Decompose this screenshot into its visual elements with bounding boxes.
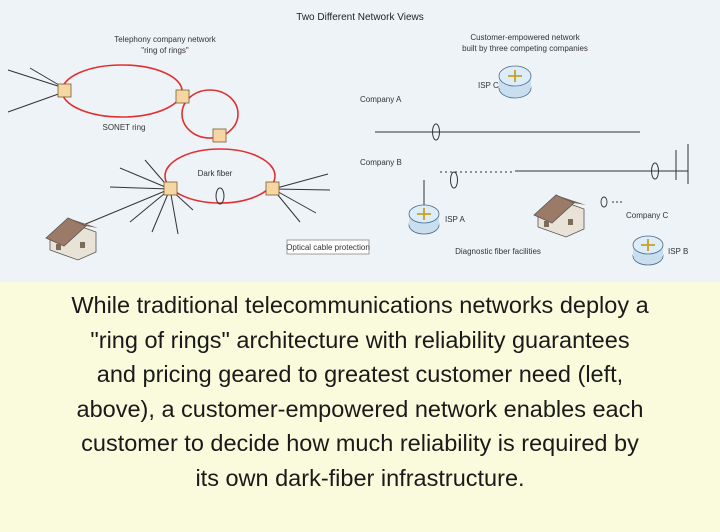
network-diagram: Two Different Network Views Telephony co… (0, 0, 720, 282)
diagram-canvas: Two Different Network Views Telephony co… (7, 12, 689, 266)
node-lower-west (163, 181, 178, 196)
right-heading-line1: Customer-empowered network (470, 33, 580, 42)
left-heading-line2: "ring of rings" (141, 46, 189, 55)
company-c-label: Company C (626, 211, 668, 220)
company-b-coil (651, 162, 659, 180)
diagram-title: Two Different Network Views (296, 12, 423, 23)
fiber-coil (215, 187, 225, 205)
isp-b-label: ISP B (668, 247, 688, 256)
company-a-coil (432, 123, 440, 141)
figure-caption: While traditional telecommunications net… (0, 282, 720, 532)
ring-nodes (57, 83, 280, 196)
legend-box (286, 239, 370, 255)
caption-line-2: "ring of rings" architecture with reliab… (90, 326, 630, 353)
isp-b-router-icon (632, 235, 664, 266)
company-a-label: Company A (360, 95, 402, 104)
right-heading-line2: built by three competing companies (462, 44, 588, 53)
left-spokes (7, 67, 65, 113)
caption-line-5: customer to decide how much reliability … (81, 430, 639, 456)
isp-a-label: ISP A (445, 215, 466, 224)
node-sonet-east (175, 89, 190, 104)
caption-line-6: its own dark-fiber infrastructure. (195, 464, 525, 491)
left-heading-line1: Telephony company network (114, 35, 216, 44)
isp-c-label: ISP C (478, 81, 499, 90)
company-b-label: Company B (360, 158, 402, 167)
caption-line-1: While traditional telecommunications net… (71, 292, 649, 318)
isp-c-router-icon (498, 65, 532, 99)
node-west (57, 83, 72, 98)
caption-line-4: above), a customer-empowered network ena… (76, 395, 644, 422)
node-junction (212, 128, 227, 143)
caption-line-3: and pricing geared to greatest customer … (96, 361, 624, 387)
node-lower-east (265, 181, 280, 196)
company-c-coil (600, 196, 608, 208)
house-right-icon (533, 194, 586, 238)
legend-label: Optical cable protection (286, 243, 370, 252)
connector-ring (181, 89, 239, 139)
sonet-ring (61, 64, 183, 118)
sonet-ring-label: SONET ring (103, 123, 146, 132)
dark-fiber-ring (164, 148, 276, 204)
dark-fiber-label: Dark fiber (198, 169, 233, 178)
isp-a-router-icon (408, 204, 440, 235)
diagnostic-label: Diagnostic fiber facilities (455, 247, 541, 256)
house-left-icon (45, 217, 98, 261)
company-b-coil-2 (450, 171, 458, 189)
